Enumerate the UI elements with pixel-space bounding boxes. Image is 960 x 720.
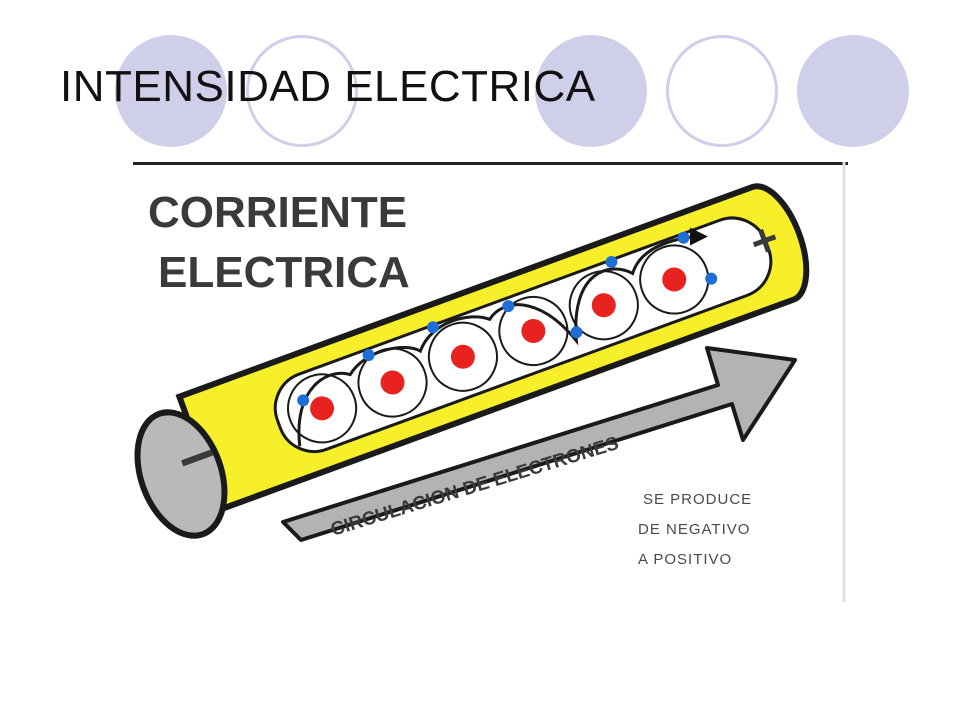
nucleus [591,293,616,318]
atom [498,296,569,367]
nucleus [521,319,546,344]
electron [605,255,618,268]
diagram-heading-line1: CORRIENTE [148,188,407,237]
electric-current-diagram: CORRIENTE ELECTRICA – [133,162,848,602]
atom [639,244,710,315]
nucleus [450,344,475,369]
electron [362,349,375,362]
electron [705,272,718,285]
note-line1: SE PRODUCE [643,491,752,508]
diagram-heading-line2: ELECTRICA [158,248,410,297]
atom [568,270,639,341]
diagram-canvas: CORRIENTE ELECTRICA – [133,162,848,602]
nucleus [310,396,335,421]
decorative-circle [666,35,778,147]
atom [357,347,428,418]
note-line2: DE NEGATIVO [638,521,750,538]
decorative-circle [535,35,647,147]
decorative-circle [115,35,227,147]
atom [427,321,498,392]
nucleus [662,267,687,292]
electron [297,394,310,407]
electron [502,300,515,313]
decorative-circle [797,35,909,147]
slide-title: INTENSIDAD ELECTRICA [60,62,596,111]
negative-terminal [134,409,228,539]
note-line3: A POSITIVO [638,551,732,568]
electron-path [297,227,708,447]
electron [677,231,690,244]
conductor-wire [175,183,810,514]
electron [426,321,439,334]
decorative-circle [246,35,358,147]
nucleus [380,370,405,395]
atom [287,373,358,444]
electron-flow-arrow [281,346,797,542]
electron [570,326,583,339]
